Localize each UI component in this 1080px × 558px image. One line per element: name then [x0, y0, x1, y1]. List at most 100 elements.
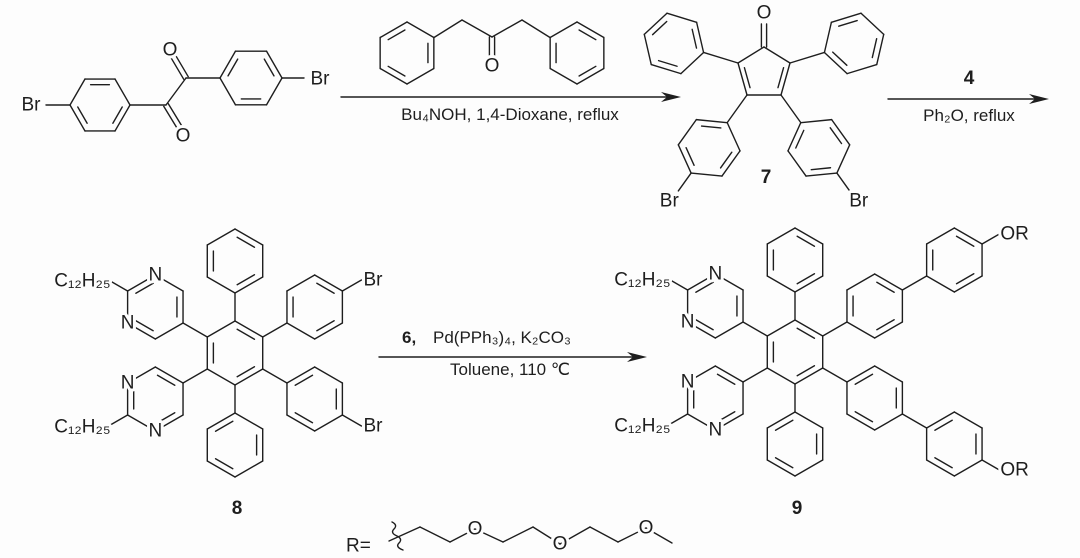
c7-phenyl-right-bond: [876, 33, 885, 66]
compound9-alkyl-bottom: C₁₂H₂₅: [614, 416, 670, 437]
compound9-central-ring-bond: [766, 319, 796, 337]
c7-phenyl-left-bond: [643, 12, 668, 36]
r-o-atom: O: [468, 519, 483, 540]
sm-ring-left-double-bond: [77, 106, 88, 124]
c7-bromophenyl-left-bond: [726, 121, 741, 152]
c7-ring-bond: [737, 46, 765, 64]
sm-ring-left-bond: [69, 104, 86, 132]
compound8-pyrimidine-bottom-bond: [154, 366, 184, 384]
compound8-bromophenyl-bond: [313, 366, 344, 384]
c7-label: 7: [761, 167, 772, 188]
c7-bromophenyl-left-bond: [677, 144, 692, 174]
r-chain-bond: [449, 528, 476, 543]
c7-phenyl-right-double-bond: [838, 19, 858, 27]
c7-bromophenyl-right-bond: [805, 172, 838, 177]
c7-br-bond: [836, 172, 851, 192]
compound9-phenyl-bottom-bond: [766, 459, 796, 477]
c7-bromophenyl-left-double-bond: [685, 146, 695, 167]
compound8-alkyl-bottom: C₁₂H₂₅: [54, 417, 110, 438]
r-chain-bond: [532, 526, 561, 545]
sm-co-bond: [174, 53, 189, 78]
c9-label: 9: [792, 498, 803, 519]
compound8-phenyl-bottom-bond: [206, 412, 236, 430]
compound8-central-ring-bond: [206, 368, 236, 386]
c7-bromophenyl-left-double-bond: [719, 151, 733, 169]
compound8-bromophenyl-link-bond: [262, 368, 288, 384]
c7-bromophenyl-right-bond: [787, 121, 802, 152]
c7-phenyl-right-link-bond: [789, 51, 826, 64]
r-chain-bond: [502, 526, 534, 543]
compound9-phenyl-top-double-bond: [796, 273, 816, 285]
ketone-ring-right-bond: [549, 67, 578, 85]
ketone-bond: [433, 19, 463, 39]
c7-phenyl-right-double-bond: [871, 37, 878, 59]
compound8-pyrimidine-bottom-double-bond: [156, 412, 176, 424]
wavy-bond-icon: [391, 521, 404, 551]
ketone-ring-left-bond: [406, 67, 435, 85]
compound9-biphenyl-outer-bond: [925, 275, 956, 293]
sm-ring-right-double-bond: [227, 58, 239, 77]
compound9-biphenyl-outer-double-bond: [934, 419, 953, 431]
compound8-phenyl-top-double-bond: [236, 274, 256, 286]
c7-phenyl-right-bond: [860, 12, 885, 36]
step3-conditions: Toluene, 110 ℃: [450, 360, 570, 379]
compound8-br-top: Br: [363, 270, 383, 291]
compound8-pyrimidine-top-bond: [154, 322, 184, 340]
c7-bromophenyl-left-bond: [690, 172, 723, 177]
compound9-biphenyl-inner-double-bond: [876, 319, 895, 331]
compound9-biphenyl-outer-bond: [953, 411, 983, 429]
compound9-phenyl-top-bond: [766, 227, 796, 245]
r-chain-bond: [617, 527, 647, 543]
compound9-biphenyl-outer-bond: [925, 227, 956, 245]
sm-ring-right-double-bond: [263, 58, 275, 77]
compound8-central-ring-double-bond: [236, 328, 256, 340]
compound9-alkyl-bond: [667, 413, 689, 426]
compound9-biphenyl-outer-double-bond: [955, 235, 975, 247]
compound9-central-ring-double-bond: [796, 365, 816, 377]
r-o-atom: O: [553, 534, 568, 555]
c7-phenyl-right-double-bond: [832, 51, 848, 67]
r-chain-bond: [388, 526, 421, 542]
c7-bromophenyl-left-bond: [695, 118, 728, 124]
c7-bromophenyl-left-bond: [677, 118, 698, 146]
compound8-bromophenyl-bond: [286, 274, 316, 292]
compound8-phenyl-bottom-double-bond: [214, 458, 234, 470]
compound9-biphenyl-inner-bond: [873, 413, 904, 431]
r-chain-bond: [559, 526, 591, 545]
compound8-phenyl-top-bond: [234, 276, 264, 294]
c7-ring-bond: [780, 62, 791, 96]
step3-reagent: 6,: [402, 328, 416, 347]
compound8-bromophenyl-bond: [286, 414, 316, 432]
compound9-alkyl-top: C₁₂H₂₅: [614, 270, 670, 291]
compound9-pyrimidine-top-double-bond: [695, 319, 714, 331]
ketone-ring-right-bond: [576, 21, 605, 39]
c7-o: O: [757, 3, 772, 24]
compound8-pyrimidine-bottom-double-bond: [156, 374, 176, 386]
compound9-phenyl-top-bond: [766, 275, 796, 293]
sm-ring-left-double-bond: [112, 106, 123, 124]
c7-br-bond: [677, 172, 692, 192]
ketone-bond: [491, 19, 523, 38]
compound9-biphenyl-inner-double-bond: [854, 373, 874, 385]
compound8-pyrimidine-top-link-bond: [182, 322, 208, 338]
compound9-central-ring-bond: [766, 367, 796, 385]
step3-catalyst: Pd(PPh₃)₄, K₂CO₃: [433, 328, 571, 347]
compound9-biphenyl-outer-link-bond: [901, 275, 928, 291]
compound9-biphenyl-inner-link-bond: [822, 321, 848, 337]
compound8-bromophenyl-double-bond: [294, 374, 314, 386]
r-group-label: R=: [346, 536, 371, 557]
compound8-phenyl-top-bond: [234, 228, 264, 246]
n-atom: N: [148, 421, 162, 442]
ketone-ring-left-double-bond: [387, 29, 406, 41]
compound9-biphenyl-outer-bond: [953, 227, 983, 245]
step2-reagent: 4: [964, 68, 975, 89]
sm-co-bond: [167, 102, 183, 128]
compound9-central-ring-bond: [794, 319, 824, 337]
compound9-biphenyl-inner-double-bond: [854, 411, 874, 423]
n-atom: N: [681, 372, 695, 393]
c7-phenyl-left-link-bond: [702, 51, 739, 64]
compound9-alkyl-bond: [667, 278, 689, 291]
compound8-bromophenyl-bond: [313, 322, 344, 340]
compound9-biphenyl-outer-double-bond: [934, 457, 953, 469]
